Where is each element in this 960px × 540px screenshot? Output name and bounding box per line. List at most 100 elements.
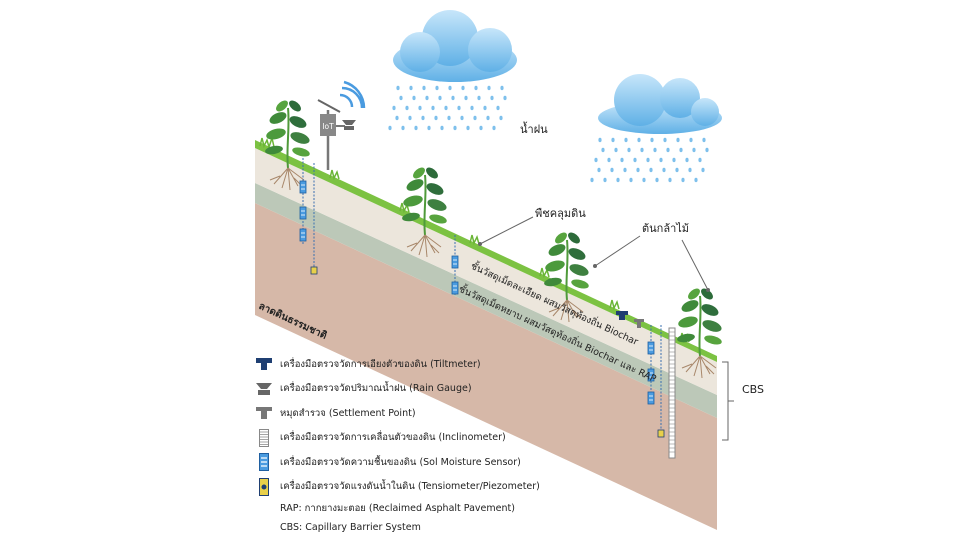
rain-drop: [431, 105, 435, 111]
rain-drop: [499, 115, 503, 121]
rain-drop: [627, 147, 631, 153]
legend-item: เครื่องมือตรวจวัดการเคลื่อนตัวของดิน (In…: [252, 426, 540, 451]
rain-drop: [492, 125, 496, 131]
rain-drop: [395, 115, 399, 121]
rain-drop: [486, 115, 490, 121]
rain-drop: [637, 137, 641, 143]
legend-item: เครื่องมือตรวจวัดแรงดันน้ำในดิน (Tensiom…: [252, 475, 540, 500]
inclinometer-icon: [668, 327, 676, 459]
rain-drop: [405, 105, 409, 111]
rain-drop: [421, 115, 425, 121]
grass-blades: [259, 135, 690, 344]
tensiometer-icon: [252, 477, 276, 496]
cover-plant-label: พืชคลุมดิน: [535, 207, 586, 220]
rain-drop: [392, 105, 396, 111]
tensiometer-icon: [657, 429, 665, 438]
rain-drop: [653, 147, 657, 153]
rain-drop: [649, 167, 653, 173]
rain-drop: [483, 105, 487, 111]
rain-drop: [679, 147, 683, 153]
legend-item: เครื่องมือตรวจวัดการเอียงตัวของดิน (Tilt…: [252, 352, 540, 377]
rain-drop: [490, 95, 494, 101]
rain-drop: [668, 177, 672, 183]
rain-drop: [676, 137, 680, 143]
rain-drop: [681, 177, 685, 183]
fine-material-layer: [255, 148, 717, 395]
rain-drop: [629, 177, 633, 183]
rain-drop: [607, 157, 611, 163]
seedling-label: ต้นกล้าไม้: [642, 222, 689, 235]
rain-drop: [412, 95, 416, 101]
wifi-signal-icon: [339, 80, 366, 109]
rain-drop: [663, 137, 667, 143]
rain-drop: [503, 95, 507, 101]
rain-drop: [434, 115, 438, 121]
rain-drop: [399, 95, 403, 101]
legend-item: เครื่องมือตรวจวัดปริมาณน้ำฝน (Rain Gauge…: [252, 377, 540, 402]
rain-drop: [688, 167, 692, 173]
rain-drop: [616, 177, 620, 183]
natural-soil-slope: [255, 203, 717, 530]
rain-drop: [705, 147, 709, 153]
legend-label: หมุดสำรวจ (Settlement Point): [280, 407, 416, 419]
rain-drop: [692, 147, 696, 153]
tensiometer-icon: [310, 266, 318, 275]
rain-drop: [474, 85, 478, 91]
rain-drop: [388, 125, 392, 131]
rain-drop: [701, 167, 705, 173]
rain-drop: [590, 177, 594, 183]
rain-drop: [448, 85, 452, 91]
tiltmeter-icon: [252, 357, 276, 371]
rain-drop: [623, 167, 627, 173]
rain-drop: [401, 125, 405, 131]
rain-drop: [461, 85, 465, 91]
rain-drop: [438, 95, 442, 101]
rain-drops: [388, 85, 709, 183]
rain-drop: [642, 177, 646, 183]
rain-drop: [440, 125, 444, 131]
cloud-icon: [598, 74, 722, 134]
rain-drop: [597, 167, 601, 173]
rain-drop: [594, 157, 598, 163]
rain-drop: [496, 105, 500, 111]
rain-drop: [694, 177, 698, 183]
legend-label: เครื่องมือตรวจวัดการเอียงตัวของดิน (Tilt…: [280, 358, 481, 370]
rain-drop: [666, 147, 670, 153]
legend-item: เครื่องมือตรวจวัดความชื้นของดิน (Sol Moi…: [252, 450, 540, 475]
soil-moisture-sensor-icon: [299, 228, 307, 242]
soil-moisture-sensor-icon: [647, 341, 655, 355]
legend-label: เครื่องมือตรวจวัดความชื้นของดิน (Sol Moi…: [280, 456, 521, 468]
rain-drop: [685, 157, 689, 163]
rain-drop: [640, 147, 644, 153]
rain-drop: [636, 167, 640, 173]
soil-moisture-sensor-icon: [647, 391, 655, 405]
rain-drop: [425, 95, 429, 101]
legend-item: RAP: กากยางมะตอย (Reclaimed Asphalt Pave…: [252, 499, 540, 518]
rain-drop: [601, 147, 605, 153]
rain-drop: [464, 95, 468, 101]
rain-drop: [466, 125, 470, 131]
rain-drop: [427, 125, 431, 131]
rain-drop: [447, 115, 451, 121]
rain-drop: [479, 125, 483, 131]
legend-label: RAP: กากยางมะตอย (Reclaimed Asphalt Pave…: [280, 503, 515, 514]
rain-drop: [702, 137, 706, 143]
rain-drop: [672, 157, 676, 163]
cbs-bracket: [722, 361, 734, 441]
legend-label: เครื่องมือตรวจวัดการเคลื่อนตัวของดิน (In…: [280, 432, 506, 444]
rain-drop: [611, 137, 615, 143]
legend-label: เครื่องมือตรวจวัดแรงดันน้ำในดิน (Tensiom…: [280, 481, 540, 493]
settlement-point-icon: [252, 406, 276, 420]
rain-drop: [460, 115, 464, 121]
rain-label: น้ำฝน: [520, 121, 548, 136]
rain-drop: [435, 85, 439, 91]
rain-drop: [603, 177, 607, 183]
inclinometer-icon: [252, 428, 276, 447]
cloud-icon: [393, 10, 517, 82]
rain-gauge-icon: [252, 382, 276, 396]
grass-cover: [255, 140, 717, 362]
soil-moisture-sensor-icon: [252, 453, 276, 472]
legend: เครื่องมือตรวจวัดการเอียงตัวของดิน (Tilt…: [252, 352, 540, 537]
rain-drop: [414, 125, 418, 131]
